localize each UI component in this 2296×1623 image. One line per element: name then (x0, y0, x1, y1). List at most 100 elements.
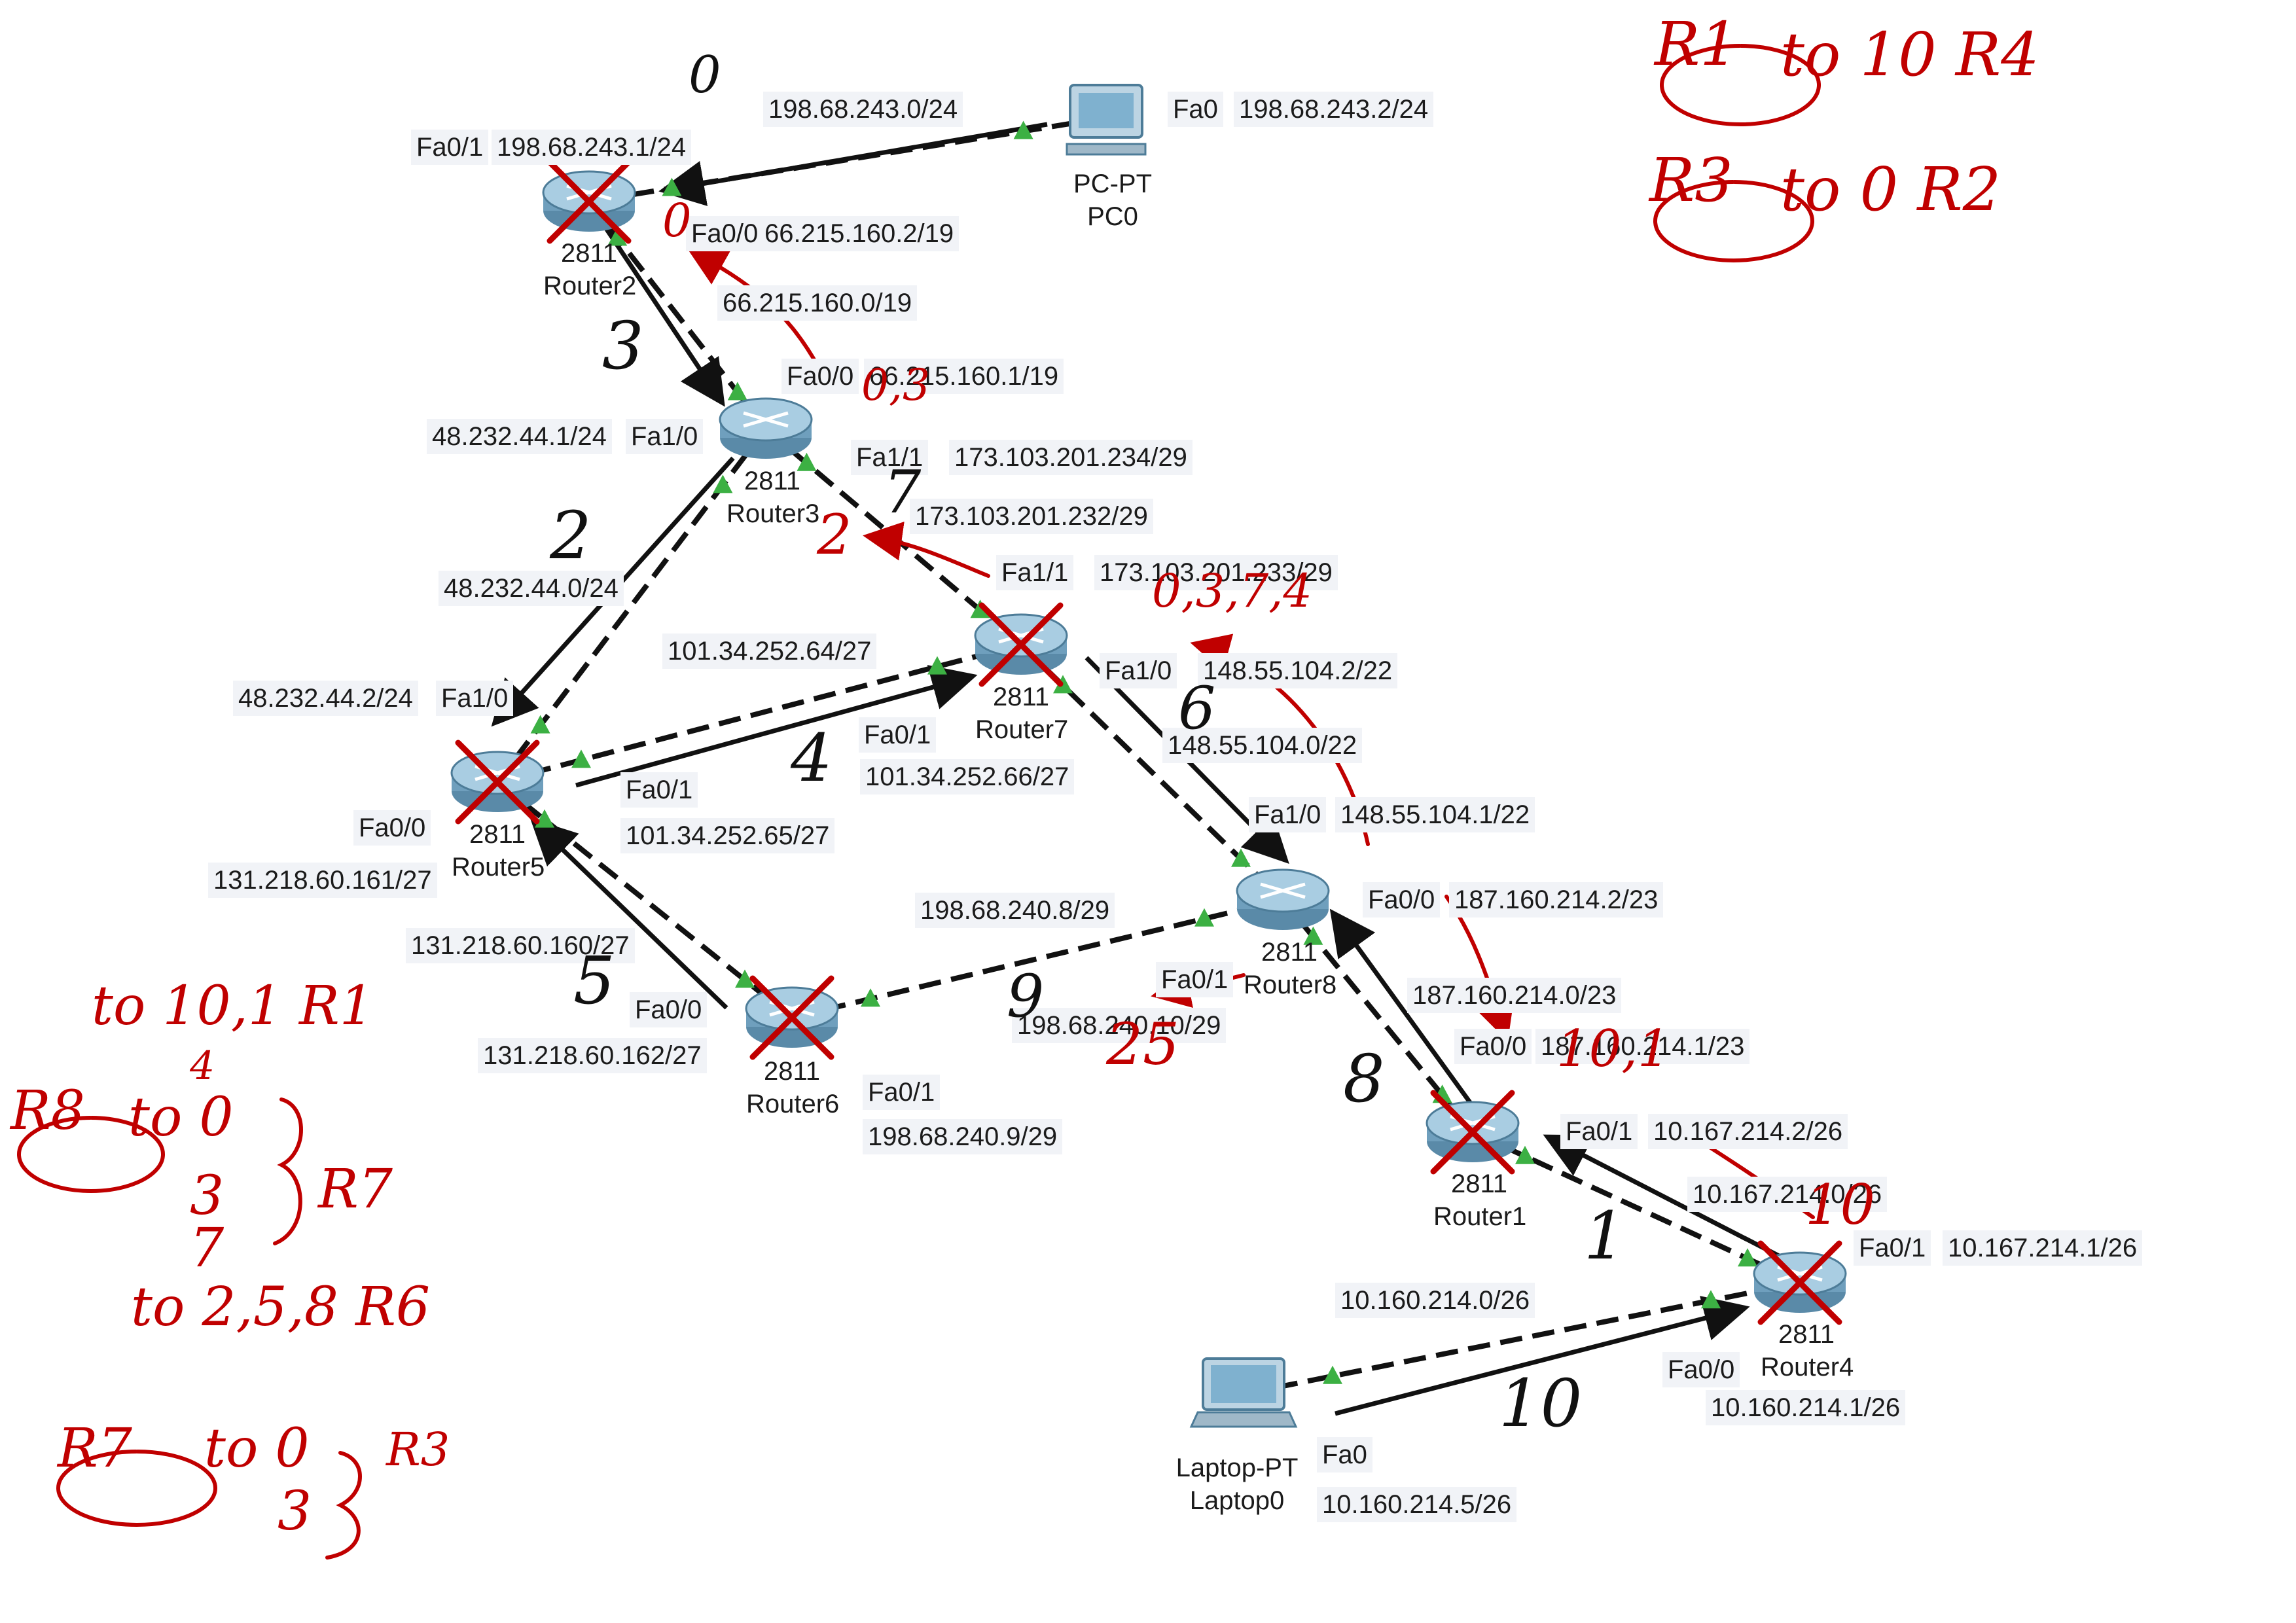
ip-address-label: 198.68.243.1/24 (492, 130, 692, 165)
router8-router-icon (1236, 868, 1330, 930)
hop-number-annotation: 3 (602, 308, 644, 384)
routing-note: R3 (386, 1423, 450, 1476)
network-label: 148.55.104.0/22 (1162, 728, 1363, 763)
hop-number-annotation: 10 (1499, 1365, 1583, 1442)
pc-keyboard (1066, 143, 1147, 156)
link-up-indicator (607, 227, 628, 246)
hop-number-annotation: 4 (791, 720, 833, 796)
interface-label: Fa1/1 (996, 555, 1074, 590)
path-arrow (1335, 1296, 1750, 1416)
interface-label: Fa0 (1168, 92, 1223, 127)
path-arrow (1329, 908, 1475, 1108)
link-up-indicator (970, 599, 990, 618)
interface-label: Fa0/0 (1662, 1352, 1740, 1387)
network-label: 131.218.60.160/27 (406, 928, 635, 963)
routing-note: to 0 R2 (1780, 154, 2001, 224)
hop-number-annotation: 0 (689, 46, 721, 105)
interface-label: Fa0/1 (411, 130, 489, 165)
circled-router-note: R3 (1649, 145, 1733, 215)
ip-address-label: 173.103.201.233/29 (1094, 555, 1338, 590)
interface-label: Fa0/0 (781, 359, 859, 394)
interface-label: Fa1/0 (1100, 653, 1177, 688)
pc-icon (1066, 84, 1147, 156)
circled-router-note: R7 (58, 1418, 132, 1480)
interface-label: Fa0/0 (630, 992, 708, 1027)
link-up-indicator (861, 988, 880, 1007)
network-label: 10.160.214.0/26 (1335, 1283, 1535, 1318)
hop-number-annotation: 2 (550, 497, 592, 574)
path-arrow (1543, 1134, 1782, 1259)
interface-label: Fa1/0 (626, 419, 704, 454)
link-up-indicator (1323, 1365, 1342, 1384)
ip-address-label: 131.218.60.162/27 (478, 1038, 707, 1073)
network-label: 173.103.201.232/29 (910, 499, 1153, 534)
ip-address-label: 10.160.214.5/26 (1317, 1487, 1517, 1522)
network-label: 10.167.214.0/26 (1687, 1177, 1888, 1212)
hop-number-annotation: 7 (884, 458, 922, 527)
link-up-indicator (662, 177, 682, 196)
ip-address-label: 187.160.214.1/23 (1535, 1029, 1750, 1064)
brace-r8 (273, 1097, 303, 1245)
ip-address-label: 198.68.240.10/29 (1012, 1008, 1227, 1043)
link-up-indicator (530, 715, 550, 734)
hop-number-annotation: 9 (1007, 962, 1045, 1031)
hop-number-annotation: 8 (1343, 1041, 1385, 1117)
routing-note: to 0 (128, 1086, 234, 1149)
ip-address-label: 10.167.214.2/26 (1648, 1114, 1848, 1149)
hop-number-annotation: 5 (573, 942, 615, 1019)
network-label: 198.68.240.8/29 (915, 893, 1115, 928)
interface-label: Fa0/0 (686, 216, 764, 251)
interface-label: Fa0/0 (1363, 882, 1441, 918)
interface-label: Fa0/1 (620, 772, 698, 808)
path-note: 10,1 (1556, 1020, 1670, 1079)
routing-note: to 10 R4 (1780, 20, 2039, 90)
routing-note: 4 (190, 1043, 215, 1089)
link-up-indicator (571, 749, 591, 768)
laptop-base (1189, 1411, 1298, 1428)
routing-note: 7 (190, 1217, 224, 1279)
ip-address-label: 101.34.252.66/27 (860, 759, 1075, 794)
circle-r3 (1653, 180, 1814, 262)
path-note: 10 (1805, 1173, 1875, 1237)
link-router5-router7 (496, 642, 1022, 785)
ip-address-label: 131.218.60.161/27 (208, 863, 437, 898)
ip-address-label: 10.160.214.1/26 (1706, 1390, 1906, 1425)
link-up-indicator (1194, 908, 1214, 927)
failed-router-cross (547, 159, 632, 244)
ip-address-label: 148.55.104.2/22 (1198, 653, 1398, 688)
ip-address-label: 148.55.104.1/22 (1335, 797, 1535, 832)
router3-router-icon (719, 397, 813, 459)
pc-screen (1079, 93, 1134, 128)
red-arrow-r7-r3 (863, 522, 990, 578)
ip-address-label: 198.68.243.2/24 (1234, 92, 1434, 127)
network-label: 66.215.160.0/19 (717, 285, 918, 321)
interface-label: Fa1/0 (436, 681, 514, 716)
path-note: 2 (817, 503, 852, 567)
routing-note: 3 (278, 1480, 312, 1543)
path-note: 0,3,7,4 (1152, 564, 1312, 618)
network-label: 198.68.243.0/24 (763, 92, 963, 127)
routing-note: R7 (318, 1158, 393, 1221)
link-up-indicator (1013, 120, 1033, 139)
brace-r7 (325, 1451, 362, 1560)
circled-router-note: R1 (1655, 9, 1738, 79)
routing-note: 3 (190, 1165, 224, 1227)
routing-note: to 0 (204, 1418, 310, 1480)
link-up-indicator (735, 969, 755, 988)
failed-router-cross (1430, 1090, 1515, 1175)
link-up-indicator (1701, 1290, 1721, 1309)
ip-address-label: 66.215.160.2/19 (759, 216, 960, 251)
link-up-indicator (1231, 848, 1251, 867)
ip-address-label: 187.160.214.2/23 (1449, 882, 1664, 918)
failed-router-cross (1757, 1240, 1842, 1325)
